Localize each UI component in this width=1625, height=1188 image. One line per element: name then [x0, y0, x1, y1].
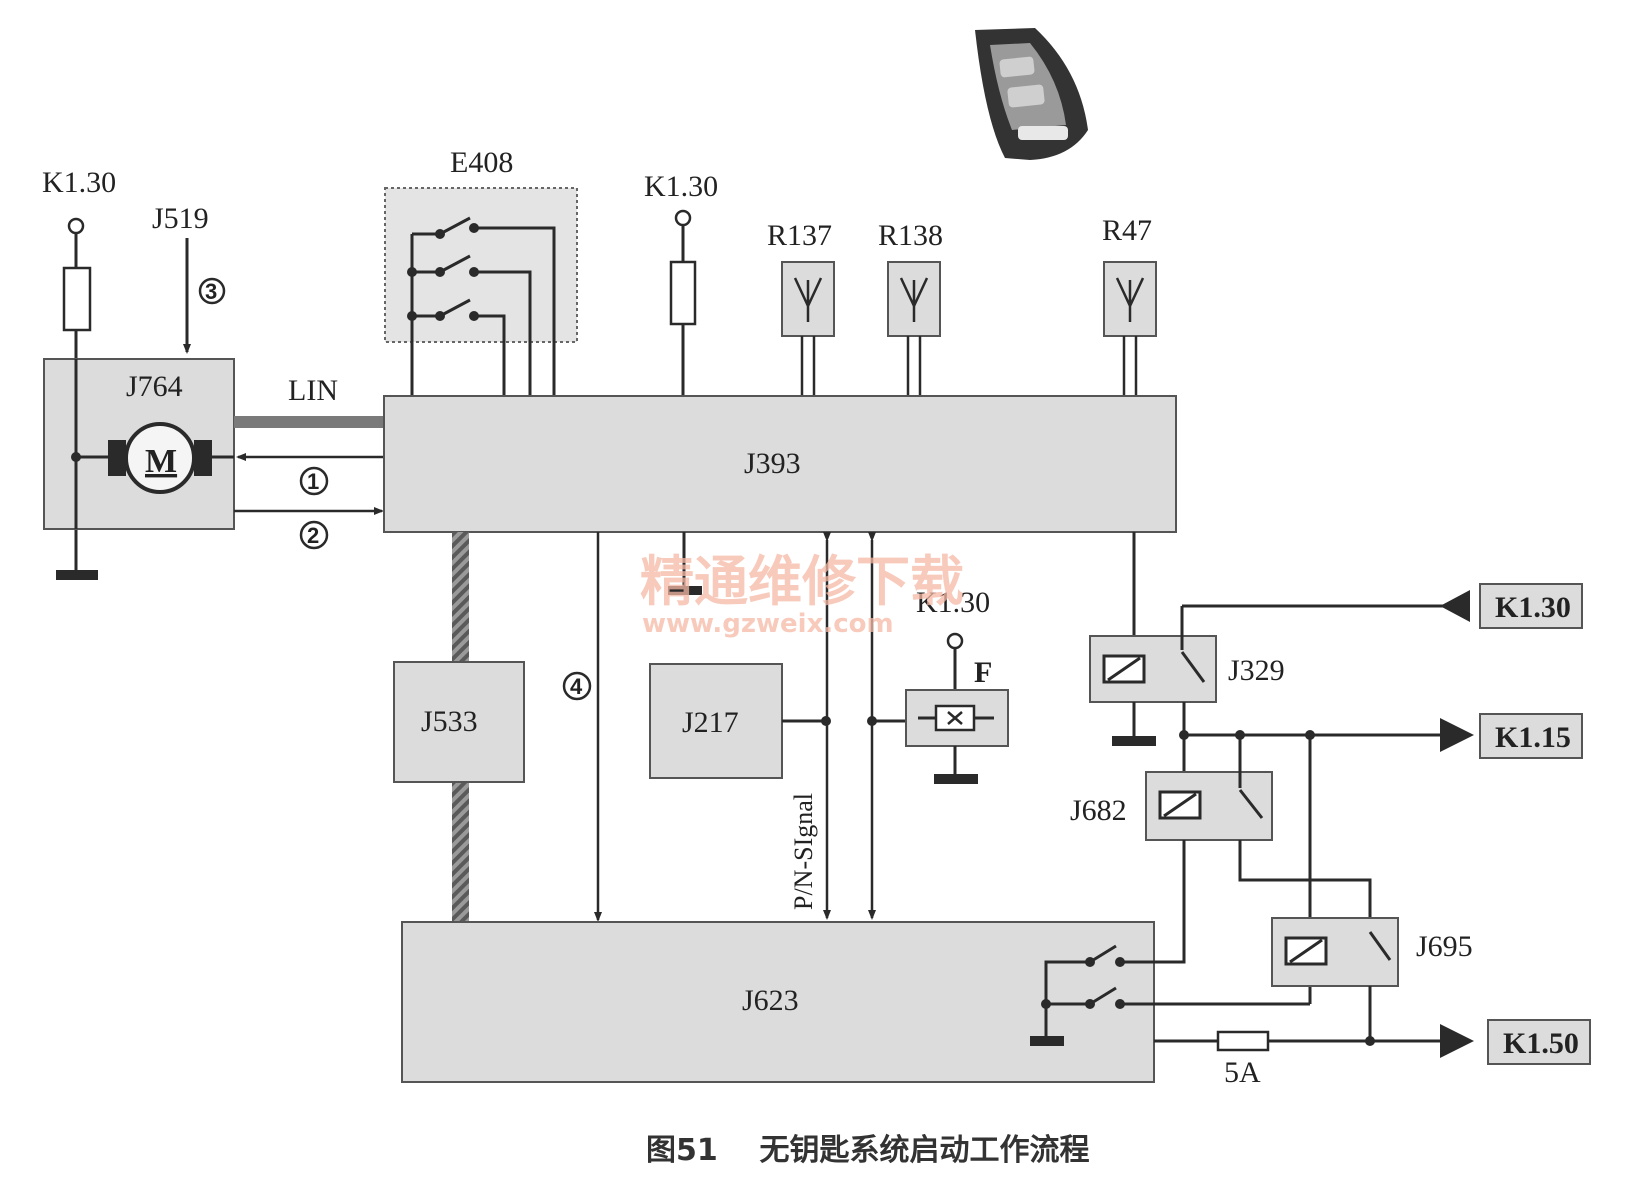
k130-mid-terminal-icon [674, 209, 692, 227]
key-fob-image [975, 28, 1088, 160]
ground-f-icon [934, 774, 978, 784]
lin-bus [234, 416, 384, 428]
watermark-url: www.gzweix.com [642, 609, 894, 639]
k130-left-label: K1.30 [42, 166, 116, 199]
fuse-5a-label: 5A [1224, 1056, 1261, 1089]
marker-2: 2 [307, 523, 319, 548]
antenna-r137: R137 [767, 219, 835, 399]
j217-label: J217 [682, 706, 739, 739]
j217-box [649, 663, 783, 779]
fuse-left [62, 266, 92, 332]
j329-label: J329 [1228, 654, 1285, 687]
k150-terminal [1487, 1019, 1591, 1065]
j393-box [383, 395, 1177, 533]
motor-icon [124, 422, 196, 494]
j533-label: J533 [421, 705, 478, 738]
j533-box [393, 661, 525, 783]
pn-signal-label: P/N-SIgnal [789, 793, 818, 910]
e408-switches [407, 216, 556, 399]
motor-label: M [145, 443, 177, 480]
k115-label: K1.15 [1495, 721, 1571, 754]
j393-label: J393 [744, 447, 801, 480]
marker-1: 1 [307, 469, 319, 494]
j764-label: J764 [126, 370, 183, 403]
r137-label: R137 [767, 219, 832, 252]
r47-label: R47 [1102, 214, 1152, 247]
ground-left-icon [56, 570, 98, 580]
ground-j329-icon [1112, 736, 1156, 746]
lin-label: LIN [288, 374, 338, 407]
fuse-mid [669, 260, 697, 326]
k115-terminal [1479, 713, 1583, 759]
j682-label: J682 [1070, 794, 1127, 827]
ground-j393-icon [668, 586, 702, 595]
watermark-text: 精通维修下载 [640, 550, 964, 613]
k150-label: K1.50 [1503, 1027, 1579, 1060]
j623-box [401, 921, 1155, 1083]
antenna-r47: R47 [1102, 214, 1157, 396]
j623-relay-switches [1030, 944, 1154, 1046]
figure-caption: 图51 无钥匙系统启动工作流程 [646, 1133, 1090, 1168]
j623-label: J623 [742, 984, 799, 1017]
r138-label: R138 [878, 219, 943, 252]
fuse-5a [1216, 1030, 1270, 1052]
can-bus-lower [452, 782, 469, 924]
marker-4: 4 [570, 674, 583, 699]
k130-f-label: K1.30 [916, 586, 990, 619]
marker-3: 3 [205, 279, 217, 304]
k130-f-terminal-icon [946, 632, 964, 650]
j695-label: J695 [1416, 930, 1473, 963]
k130-right-terminal [1479, 583, 1583, 629]
k130-right-label: K1.30 [1495, 591, 1571, 624]
k130-mid-label: K1.30 [644, 170, 718, 203]
j519-label: J519 [152, 202, 209, 235]
f-label: F [974, 656, 992, 689]
e408-label: E408 [450, 146, 513, 179]
antenna-r138: R138 [878, 219, 943, 399]
can-bus-upper [452, 532, 469, 662]
k130-left-terminal-icon [67, 217, 85, 235]
